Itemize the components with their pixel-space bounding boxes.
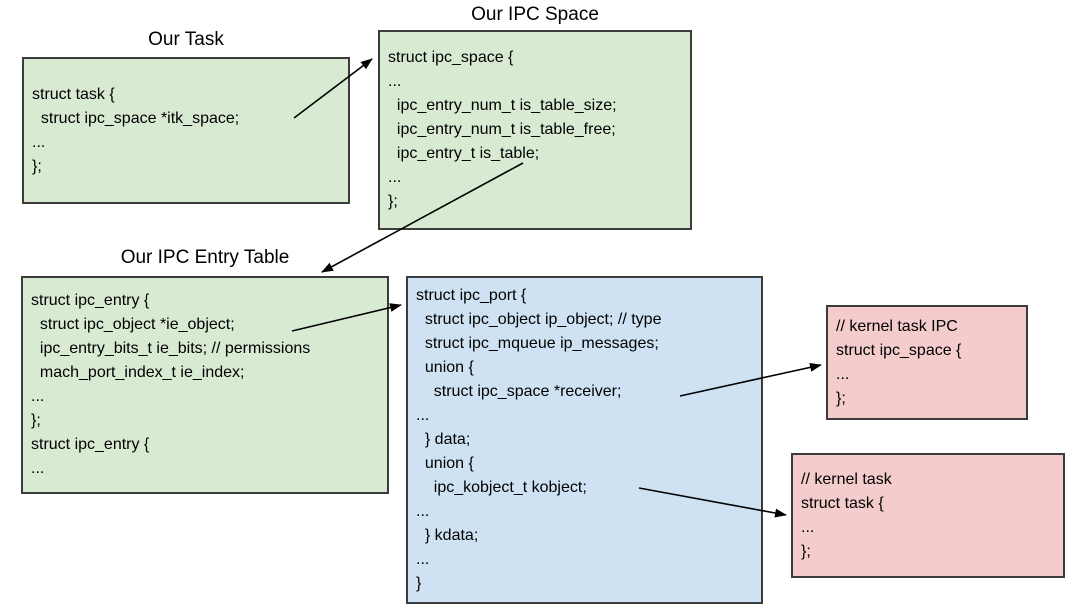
kernel-task-struct-box: // kernel task struct task {...};: [791, 453, 1065, 578]
task-box-title: Our Task: [148, 29, 224, 50]
code-line: ...: [836, 365, 850, 383]
code-line: ipc_entry_num_t is_table_size;: [388, 97, 617, 114]
code-line: struct ipc_entry {: [31, 436, 150, 453]
entry-table-struct-box: struct ipc_entry { struct ipc_object *ie…: [21, 276, 389, 494]
code-line: ...: [31, 388, 45, 405]
code-line: };: [388, 193, 398, 210]
ipc-space-struct-box: struct ipc_space {... ipc_entry_num_t is…: [378, 30, 692, 230]
code-line: ...: [388, 169, 402, 186]
code-line: };: [32, 157, 42, 175]
code-line: union {: [416, 455, 474, 472]
code-line: struct ipc_entry {: [31, 292, 150, 309]
code-line: ...: [31, 460, 45, 477]
code-line: struct ipc_space *receiver;: [416, 383, 622, 400]
kernel-ipc-space-struct-box: // kernel task IPC struct ipc_space {...}…: [826, 305, 1028, 420]
code-line: ipc_entry_t is_table;: [388, 145, 540, 162]
code-line: struct ipc_space *itk_space;: [32, 109, 240, 127]
code-line: };: [31, 412, 41, 429]
code-line: struct ipc_object *ie_object;: [31, 316, 235, 333]
code-line: struct ipc_mqueue ip_messages;: [416, 335, 659, 352]
code-line: struct task {: [32, 85, 115, 103]
code-line: // kernel task: [801, 470, 892, 488]
code-line: ...: [801, 518, 815, 536]
code-line: struct ipc_port {: [416, 287, 527, 304]
code-line: ...: [32, 133, 46, 151]
code-line: ipc_entry_num_t is_table_free;: [388, 121, 616, 138]
code-line: ...: [416, 503, 430, 520]
ipc-space-box-title: Our IPC Space: [471, 4, 599, 25]
code-line: // kernel task IPC: [836, 317, 958, 335]
entry-table-box-title: Our IPC Entry Table: [120, 247, 290, 268]
code-line: union {: [416, 359, 474, 376]
code-line: }: [416, 575, 422, 592]
code-line: mach_port_index_t ie_index;: [31, 364, 245, 381]
code-line: } data;: [416, 431, 471, 448]
code-line: struct ipc_space {: [836, 341, 962, 359]
code-line: ...: [388, 73, 402, 90]
code-line: struct ipc_object ip_object; // type: [416, 311, 662, 328]
code-line: struct task {: [801, 494, 884, 512]
code-line: ...: [416, 551, 430, 568]
code-line: ipc_kobject_t kobject;: [416, 479, 587, 496]
code-line: };: [801, 542, 811, 560]
code-line: };: [836, 389, 846, 407]
code-line: } kdata;: [416, 527, 479, 544]
task-struct-box: struct task { struct ipc_space *itk_spac…: [22, 57, 350, 204]
code-line: struct ipc_space {: [388, 49, 514, 66]
code-line: ...: [416, 407, 430, 424]
code-line: ipc_entry_bits_t ie_bits; // permissions: [31, 340, 311, 357]
ipc-port-struct-box: struct ipc_port { struct ipc_object ip_o…: [406, 276, 763, 604]
